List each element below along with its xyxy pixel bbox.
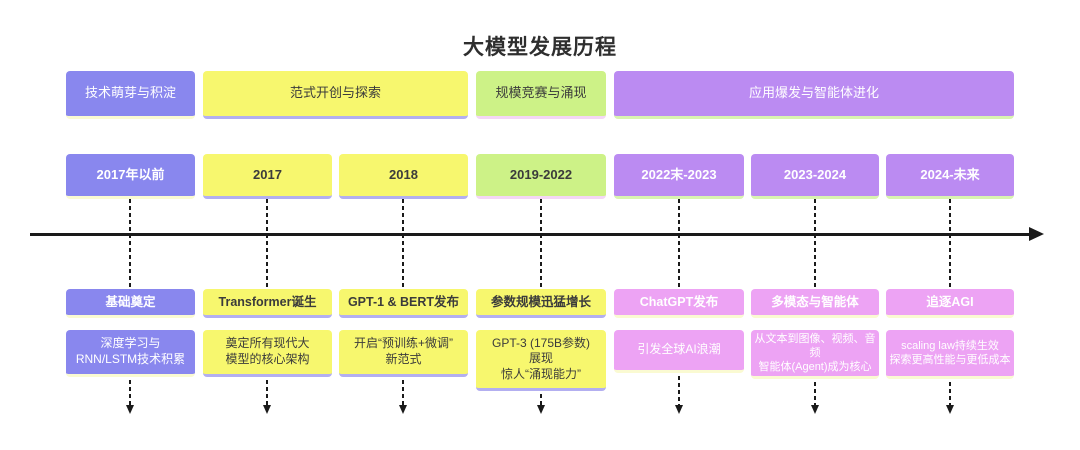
year-box: 2024-未来 xyxy=(886,154,1014,199)
event-box: 基础奠定 xyxy=(66,289,195,318)
event-box: 多模态与智能体 xyxy=(751,289,879,318)
arrowhead-down-icon xyxy=(399,405,407,414)
connector-dash xyxy=(678,376,680,405)
connector-dash xyxy=(540,394,542,405)
year-box: 2017 xyxy=(203,154,332,199)
connector-dash xyxy=(266,380,268,405)
event-box: 参数规模迅猛增长 xyxy=(476,289,606,318)
arrowhead-down-icon xyxy=(537,405,545,414)
phase-box-tech-origin: 技术萌芽与积淀 xyxy=(66,71,195,119)
arrowhead-down-icon xyxy=(263,405,271,414)
arrowhead-down-icon xyxy=(946,405,954,414)
connector-dash xyxy=(129,199,131,289)
year-box: 2022末-2023 xyxy=(614,154,744,199)
connector-dash xyxy=(678,199,680,289)
event-box: 追逐AGI xyxy=(886,289,1014,318)
arrowhead-right-icon xyxy=(1029,227,1044,241)
connector-dash xyxy=(814,382,816,405)
year-box: 2017年以前 xyxy=(66,154,195,199)
connector-dash xyxy=(949,199,951,289)
desc-box: GPT-3 (175B参数) 展现 惊人“涌现能力” xyxy=(476,330,606,391)
event-box: Transformer诞生 xyxy=(203,289,332,318)
desc-box: 奠定所有现代大 模型的核心架构 xyxy=(203,330,332,377)
connector-dash xyxy=(402,380,404,405)
connector-dash xyxy=(814,199,816,289)
arrowhead-down-icon xyxy=(675,405,683,414)
connector-dash xyxy=(129,380,131,405)
event-box: ChatGPT发布 xyxy=(614,289,744,318)
phase-box-scale-race: 规模竞赛与涌现 xyxy=(476,71,606,119)
connector-dash xyxy=(266,199,268,289)
desc-box: scaling law持续生效 探索更高性能与更低成本 xyxy=(886,330,1014,379)
connector-dash xyxy=(540,199,542,289)
page-title: 大模型发展历程 xyxy=(463,36,617,59)
connector-dash xyxy=(949,382,951,405)
desc-box: 从文本到图像、视频、音频 智能体(Agent)成为核心 xyxy=(751,330,879,379)
phase-box-paradigm: 范式开创与探索 xyxy=(203,71,468,119)
year-box: 2018 xyxy=(339,154,468,199)
event-box: GPT-1 & BERT发布 xyxy=(339,289,468,318)
arrowhead-down-icon xyxy=(126,405,134,414)
desc-box: 引发全球AI浪潮 xyxy=(614,330,744,373)
connector-dash xyxy=(402,199,404,289)
year-box: 2023-2024 xyxy=(751,154,879,199)
timeline-axis xyxy=(30,233,1032,236)
desc-box: 深度学习与 RNN/LSTM技术积累 xyxy=(66,330,195,377)
phase-box-agent-era: 应用爆发与智能体进化 xyxy=(614,71,1014,119)
arrowhead-down-icon xyxy=(811,405,819,414)
desc-box: 开启“预训练+微调” 新范式 xyxy=(339,330,468,377)
year-box: 2019-2022 xyxy=(476,154,606,199)
